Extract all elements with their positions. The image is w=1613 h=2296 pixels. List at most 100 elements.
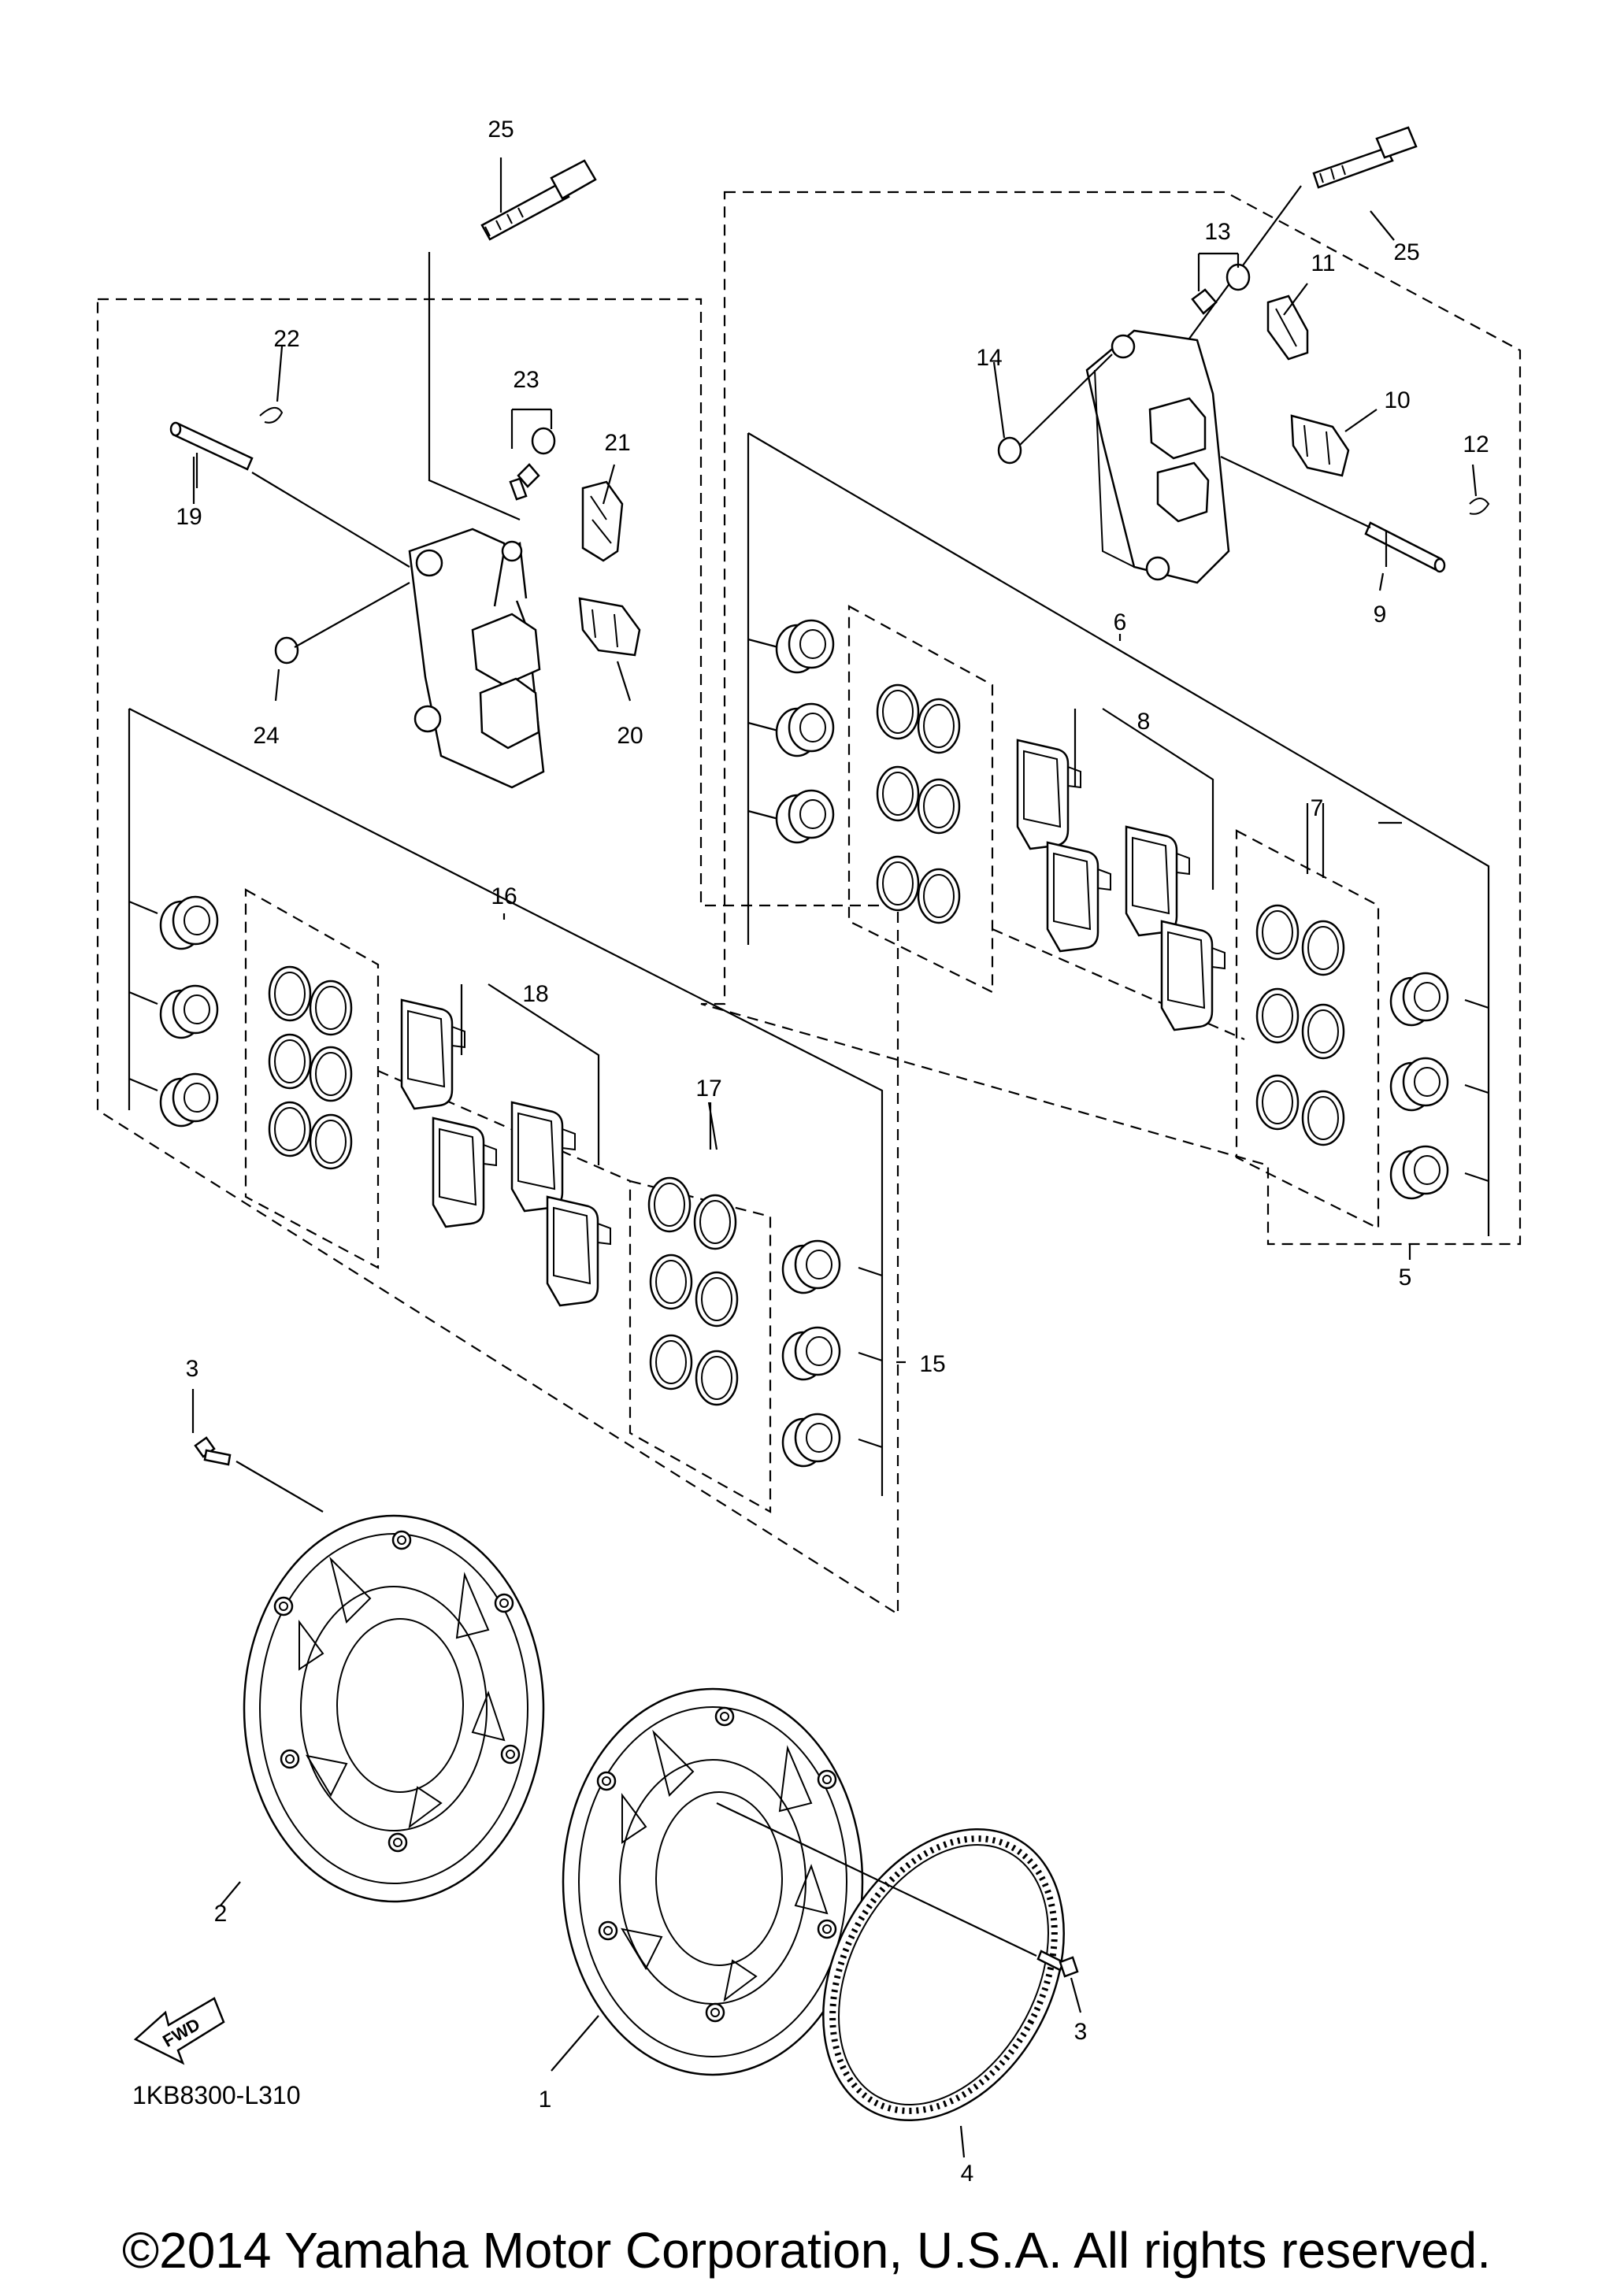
callout-16: 16 [491, 883, 517, 909]
callout-11: 11 [1311, 250, 1335, 276]
seal-r-9 [1255, 987, 1300, 1044]
brake-pad-left-3 [510, 1101, 577, 1213]
callout-21: 21 [604, 430, 630, 456]
diagram-code: 1KB8300-L310 [132, 2081, 301, 2109]
callout-9: 9 [1374, 602, 1387, 628]
seal-l-5 [268, 1101, 312, 1157]
piston-right-1 [775, 619, 835, 674]
seal-r-12 [1301, 1090, 1345, 1146]
pad-pin-left [169, 421, 254, 471]
seal-r-5 [876, 855, 920, 912]
seal-r-10 [1301, 1003, 1345, 1060]
copyright-notice: ©2014 Yamaha Motor Corporation, U.S.A. A… [121, 2222, 1492, 2279]
pad-spring-left [581, 480, 624, 562]
piston-left-3 [159, 1072, 219, 1128]
pad-retainer-right [1290, 414, 1350, 477]
piston-right-4 [1389, 972, 1449, 1027]
piston-left-6 [781, 1413, 841, 1468]
callout-23: 23 [513, 367, 539, 393]
callout-20: 20 [617, 723, 643, 749]
washer-left [274, 636, 299, 665]
seal-l-2 [309, 980, 353, 1036]
seal-l-3 [268, 1033, 312, 1090]
right-caliper-assembly [700, 126, 1522, 1246]
seal-l-6 [309, 1113, 353, 1170]
brake-pad-right-2 [1046, 841, 1112, 953]
brake-pad-right-1 [1016, 739, 1082, 850]
seal-l-8 [693, 1194, 737, 1250]
callout-4: 4 [961, 2161, 974, 2187]
seal-l-1 [268, 965, 312, 1022]
seal-l-7 [647, 1176, 692, 1233]
piston-left-4 [781, 1239, 841, 1294]
callout-25a: 25 [488, 117, 514, 143]
seal-r-3 [876, 765, 920, 822]
brake-disc-right [562, 1687, 864, 2076]
forward-direction-arrow: FWD [133, 1997, 225, 2065]
bleed-screw-right [1191, 263, 1251, 315]
caliper-body-right [1085, 329, 1230, 584]
callout-5: 5 [1399, 1265, 1412, 1291]
callout-19: 19 [176, 504, 202, 530]
disc-bolt-right [1036, 1950, 1079, 1978]
callout-22: 22 [273, 326, 299, 352]
pad-pin-right [1364, 521, 1446, 573]
seal-r-11 [1255, 1074, 1300, 1131]
piston-right-3 [775, 789, 835, 844]
callout-15: 15 [919, 1351, 945, 1377]
callout-25b: 25 [1393, 239, 1419, 265]
seal-l-11 [649, 1334, 693, 1391]
seal-r-8 [1301, 920, 1345, 976]
piston-right-6 [1389, 1145, 1449, 1200]
brake-pad-left-1 [400, 998, 466, 1110]
callout-1: 1 [539, 2087, 552, 2113]
callout-3b: 3 [1074, 2019, 1088, 2045]
seal-l-4 [309, 1046, 353, 1102]
abs-sensor-rotor [822, 1828, 1065, 2122]
seal-l-9 [649, 1254, 693, 1310]
right-assembly-boundary [700, 191, 1522, 1246]
pad-retainer-left [578, 597, 641, 657]
disc-bolt-left [194, 1436, 232, 1466]
seal-l-12 [695, 1350, 739, 1406]
pin-clip-left [259, 407, 284, 424]
seal-r-1 [876, 683, 920, 740]
seal-r-6 [917, 868, 961, 924]
piston-left-1 [159, 895, 219, 950]
callout-8: 8 [1137, 709, 1151, 735]
callout-10: 10 [1384, 387, 1410, 413]
piston-right-2 [775, 702, 835, 757]
seal-r-4 [917, 778, 961, 835]
pin-clip-right [1469, 498, 1490, 515]
callout-7: 7 [1311, 795, 1324, 821]
bleed-screw-left [509, 427, 556, 501]
callout-3a: 3 [186, 1356, 199, 1382]
callout-13: 13 [1204, 219, 1230, 245]
brake-pad-left-4 [546, 1195, 612, 1307]
piston-left-5 [781, 1326, 841, 1381]
callout-12: 12 [1463, 431, 1489, 457]
left-assembly-boundary [96, 298, 899, 1616]
washer-right [997, 436, 1022, 465]
brake-pad-right-4 [1160, 920, 1226, 1031]
seal-r-2 [917, 698, 961, 754]
callout-2: 2 [214, 1901, 228, 1927]
caliper-body-left [408, 528, 545, 789]
seal-r-7 [1255, 904, 1300, 961]
callout-6: 6 [1114, 609, 1127, 635]
pad-spring-right [1266, 294, 1309, 361]
brake-pad-right-3 [1125, 825, 1191, 937]
piston-left-2 [159, 984, 219, 1039]
brake-pad-left-2 [432, 1117, 498, 1228]
callout-18: 18 [522, 981, 548, 1007]
caliper-bolt-left [480, 159, 597, 241]
callout-17: 17 [695, 1076, 721, 1102]
callout-14: 14 [976, 345, 1002, 371]
caliper-bolt-right [1312, 126, 1418, 189]
brake-disc-left [243, 1514, 545, 1903]
piston-right-5 [1389, 1057, 1449, 1112]
seal-l-10 [695, 1271, 739, 1328]
left-caliper-assembly [96, 157, 906, 1616]
callout-24: 24 [253, 723, 279, 749]
